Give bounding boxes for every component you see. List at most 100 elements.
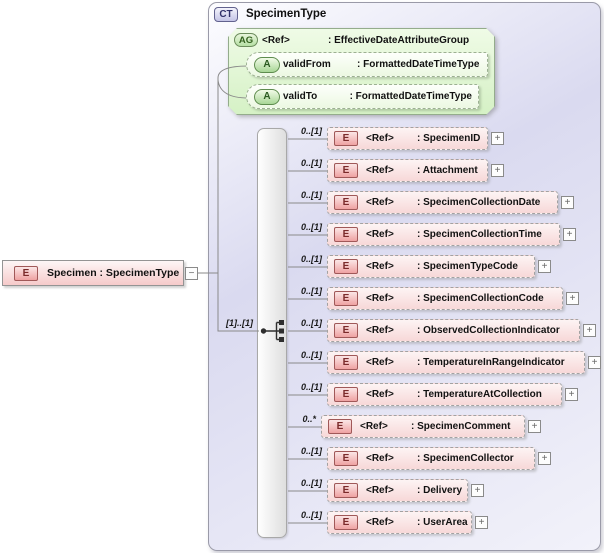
- child-element-row: E <Ref> : SpecimenCollectionCode +: [327, 287, 579, 310]
- attribute-name: validFrom: [283, 59, 331, 70]
- element-badge-icon: E: [328, 419, 352, 434]
- element-badge-icon: E: [334, 163, 358, 178]
- element-specimentypecode-box[interactable]: E <Ref> : SpecimenTypeCode: [327, 255, 535, 278]
- cardinality-label: 0..[1]: [300, 350, 322, 360]
- element-delivery-box[interactable]: E <Ref> : Delivery: [327, 479, 468, 502]
- element-ref: <Ref>: [366, 229, 394, 240]
- element-type: : Delivery: [417, 485, 463, 496]
- element-type: : SpecimenTypeCode: [417, 261, 518, 272]
- element-ref: <Ref>: [366, 453, 394, 464]
- element-specimenid-box[interactable]: E <Ref> : SpecimenID: [327, 127, 488, 150]
- child-element-row: E <Ref> : SpecimenCollectionTime +: [327, 223, 576, 246]
- child-element-row: E <Ref> : ObservedCollectionIndicator +: [327, 319, 596, 342]
- element-specimencomment-box[interactable]: E <Ref> : SpecimenComment: [321, 415, 525, 438]
- element-ref: <Ref>: [360, 421, 388, 432]
- attribute-group-type: : EffectiveDateAttributeGroup: [328, 34, 470, 46]
- child-element-row: E <Ref> : UserArea +: [327, 511, 488, 534]
- expand-button[interactable]: +: [588, 356, 601, 369]
- element-ref: <Ref>: [366, 325, 394, 336]
- cardinality-label: 0..[1]: [300, 190, 322, 200]
- complextype-header: CT SpecimenType: [214, 6, 326, 22]
- child-element-row: E <Ref> : Delivery +: [327, 479, 484, 502]
- expand-button[interactable]: +: [491, 132, 504, 145]
- sequence-cardinality: [1]..[1]: [226, 318, 253, 328]
- child-element-row: E <Ref> : SpecimenCollector +: [327, 447, 551, 470]
- child-element-row: E <Ref> : TemperatureInRangeIndicator +: [327, 351, 601, 374]
- element-badge-icon: E: [334, 323, 358, 338]
- element-badge-icon: E: [334, 227, 358, 242]
- expand-button[interactable]: +: [538, 452, 551, 465]
- expand-button[interactable]: +: [528, 420, 541, 433]
- attribute-group-ref: <Ref>: [262, 34, 290, 46]
- element-ref: <Ref>: [366, 293, 394, 304]
- element-ref: <Ref>: [366, 165, 394, 176]
- complextype-badge-icon: CT: [214, 6, 238, 22]
- attribute-group-header[interactable]: AG <Ref> : EffectiveDateAttributeGroup: [234, 31, 469, 49]
- cardinality-label: 0..[1]: [300, 254, 322, 264]
- attribute-name: validTo: [283, 91, 318, 102]
- expand-button[interactable]: +: [563, 228, 576, 241]
- expand-button[interactable]: +: [475, 516, 488, 529]
- element-attachment-box[interactable]: E <Ref> : Attachment: [327, 159, 488, 182]
- child-element-row: E <Ref> : SpecimenComment +: [321, 415, 541, 438]
- element-ref: <Ref>: [366, 517, 394, 528]
- element-ref: <Ref>: [366, 485, 394, 496]
- element-type: : SpecimenCollectionDate: [417, 197, 541, 208]
- page-title: SpecimenType: [246, 8, 327, 20]
- element-specimencollectiontime-box[interactable]: E <Ref> : SpecimenCollectionTime: [327, 223, 560, 246]
- root-element-box[interactable]: E Specimen : SpecimenType: [2, 260, 184, 286]
- element-userarea-box[interactable]: E <Ref> : UserArea: [327, 511, 472, 534]
- cardinality-label: 0..[1]: [300, 478, 322, 488]
- cardinality-label: 0..[1]: [300, 158, 322, 168]
- element-type: : SpecimenCollectionCode: [417, 293, 544, 304]
- element-ref: <Ref>: [366, 261, 394, 272]
- element-temperatureinrangeindicator-box[interactable]: E <Ref> : TemperatureInRangeIndicator: [327, 351, 585, 374]
- child-element-row: E <Ref> : SpecimenCollectionDate +: [327, 191, 574, 214]
- element-type: : SpecimenCollector: [417, 453, 514, 464]
- cardinality-label: 0..[1]: [300, 126, 322, 136]
- element-temperatureatcollection-box[interactable]: E <Ref> : TemperatureAtCollection: [327, 383, 562, 406]
- attribute-type: : FormattedDateTimeType: [349, 91, 472, 102]
- expand-button[interactable]: +: [566, 292, 579, 305]
- element-type: : ObservedCollectionIndicator: [417, 325, 560, 336]
- element-badge-icon: E: [334, 451, 358, 466]
- element-badge-icon: E: [334, 195, 358, 210]
- cardinality-label: 0..[1]: [300, 510, 322, 520]
- element-badge-icon: E: [334, 291, 358, 306]
- expand-button[interactable]: +: [565, 388, 578, 401]
- expand-button[interactable]: +: [471, 484, 484, 497]
- sequence-icon: [260, 320, 284, 342]
- attribute-validfrom-box[interactable]: A validFrom : FormattedDateTimeType: [246, 52, 488, 77]
- cardinality-label: 0..*: [302, 414, 316, 424]
- element-badge-icon: E: [334, 355, 358, 370]
- attribute-validto-box[interactable]: A validTo : FormattedDateTimeType: [246, 84, 479, 109]
- expand-button[interactable]: +: [538, 260, 551, 273]
- element-specimencollector-box[interactable]: E <Ref> : SpecimenCollector: [327, 447, 535, 470]
- cardinality-label: 0..[1]: [300, 318, 322, 328]
- element-badge-icon: E: [14, 265, 38, 281]
- child-element-row: E <Ref> : Attachment +: [327, 159, 504, 182]
- root-element-label: Specimen : SpecimenType: [47, 267, 180, 279]
- element-ref: <Ref>: [366, 133, 394, 144]
- element-type: : SpecimenID: [417, 133, 481, 144]
- element-badge-icon: E: [334, 131, 358, 146]
- attribute-badge-icon: A: [254, 56, 280, 73]
- child-element-row: E <Ref> : SpecimenTypeCode +: [327, 255, 551, 278]
- element-ref: <Ref>: [366, 389, 394, 400]
- expand-button[interactable]: +: [583, 324, 596, 337]
- expand-button[interactable]: +: [561, 196, 574, 209]
- cardinality-label: 0..[1]: [300, 286, 322, 296]
- element-specimencollectioncode-box[interactable]: E <Ref> : SpecimenCollectionCode: [327, 287, 563, 310]
- cardinality-label: 0..[1]: [300, 222, 322, 232]
- expand-button[interactable]: +: [491, 164, 504, 177]
- attribute-badge-icon: A: [254, 88, 280, 105]
- element-observedcollectionindicator-box[interactable]: E <Ref> : ObservedCollectionIndicator: [327, 319, 580, 342]
- element-specimencollectiondate-box[interactable]: E <Ref> : SpecimenCollectionDate: [327, 191, 558, 214]
- collapse-button[interactable]: −: [185, 267, 198, 280]
- element-badge-icon: E: [334, 483, 358, 498]
- element-ref: <Ref>: [366, 357, 394, 368]
- attribute-group-badge-icon: AG: [234, 33, 258, 47]
- element-badge-icon: E: [334, 515, 358, 530]
- attribute-type: : FormattedDateTimeType: [357, 59, 480, 70]
- child-element-row: E <Ref> : TemperatureAtCollection +: [327, 383, 578, 406]
